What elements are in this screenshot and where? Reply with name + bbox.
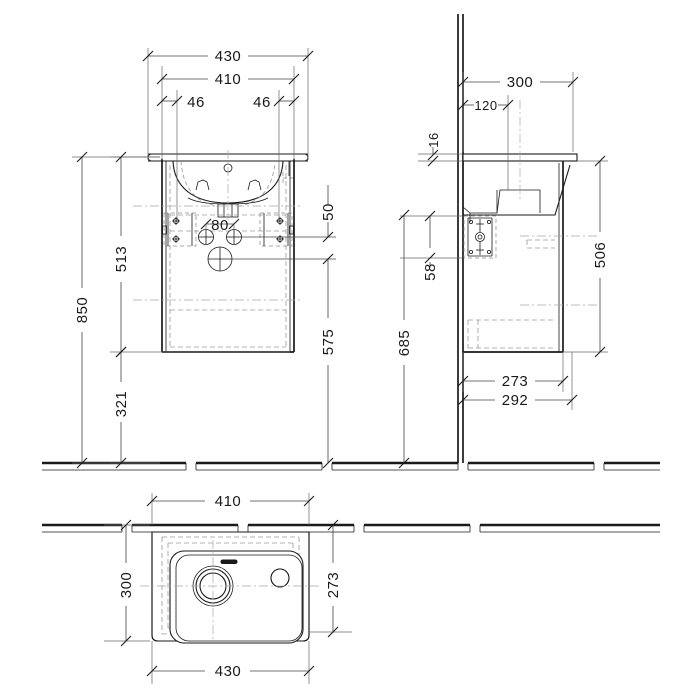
front-wall-bracket-right	[259, 212, 294, 247]
front-left-dimension-chain: 850 513 321	[72, 151, 290, 469]
dim-46-left-inset: 46	[156, 94, 205, 111]
plan-view	[140, 531, 320, 644]
plan-center-lines	[140, 540, 320, 640]
dim-46-right-inset: 46	[253, 94, 300, 111]
front-wall-bracket-left	[162, 212, 197, 247]
dim-label-16: 16	[426, 132, 441, 147]
dim-506-unit-height: 506	[563, 155, 609, 358]
waste-hole	[207, 246, 233, 272]
dim-16-counter-thickness: 16	[418, 132, 462, 167]
plan-dimension-chains: 410 430 300 273	[104, 493, 352, 684]
dim-label-58: 58	[422, 263, 439, 281]
dim-273-plan-depth: 273	[309, 519, 352, 638]
dim-label-685: 685	[396, 330, 413, 357]
dim-label-80: 80	[211, 217, 229, 234]
dim-label-513: 513	[113, 246, 130, 273]
side-elevation-view	[462, 100, 600, 353]
front-cabinet-hidden-edges	[169, 165, 287, 348]
front-pipe-holes	[198, 229, 336, 272]
side-cabinet-hidden-edges	[467, 239, 555, 349]
dim-label-46-right: 46	[253, 94, 271, 111]
front-top-dimension-chain: 430 410 46 46	[142, 48, 314, 222]
dim-label-410-plan: 410	[215, 493, 242, 510]
dim-label-273-side: 273	[502, 373, 529, 390]
front-center-lines	[133, 150, 300, 301]
plan-overflow-slot	[220, 559, 238, 565]
side-dimension-chains: 300 120 16 58	[396, 72, 609, 469]
dim-300-depth: 300	[457, 74, 579, 91]
dim-273-cabinet-depth: 273	[457, 352, 569, 392]
dim-58-bracket-height: 58	[400, 210, 462, 281]
dim-label-50: 50	[320, 203, 337, 221]
dim-label-575: 575	[320, 329, 337, 356]
dim-430-overall-width: 430	[142, 48, 314, 65]
dim-label-300-depth: 300	[507, 74, 534, 91]
dim-label-850: 850	[74, 297, 91, 324]
dim-label-430-plan: 430	[215, 663, 242, 680]
dim-label-506: 506	[592, 242, 609, 269]
dim-label-120: 120	[474, 98, 497, 113]
dim-label-410-front: 410	[215, 71, 242, 88]
plan-tap-hole	[270, 568, 290, 588]
dim-label-300-plan: 300	[118, 572, 135, 599]
dim-292-outer-depth: 292	[457, 352, 578, 410]
dim-label-292: 292	[502, 392, 529, 409]
front-right-dimension-chain: 50 575	[320, 185, 337, 469]
side-cabinet-body	[463, 161, 564, 353]
dim-321-floor-clearance: 321	[113, 346, 130, 469]
plan-basin-bowl	[169, 550, 304, 644]
dim-label-321: 321	[113, 391, 130, 418]
side-wall-bracket	[463, 215, 497, 259]
dim-430-plan: 430	[146, 641, 315, 684]
side-center-lines	[519, 100, 600, 306]
dim-575-waste-height: 575	[320, 253, 337, 469]
dim-410-cabinet-width: 410	[156, 71, 300, 88]
supply-hole-left	[198, 229, 214, 245]
dim-300-plan-depth: 300	[104, 519, 150, 647]
dim-850-overall-height: 850	[74, 151, 91, 469]
dim-410-plan: 410	[146, 493, 315, 525]
floor-line-elevations	[42, 461, 660, 471]
dim-label-46-left: 46	[187, 94, 205, 111]
dim-685-basin-floor: 685	[396, 209, 413, 469]
dim-80-supply-spacing: 80	[200, 217, 240, 234]
dim-label-273-plan: 273	[325, 572, 342, 599]
dim-120-bracket-depth: 120	[457, 98, 514, 113]
dim-50-rim-to-bracket: 50	[320, 185, 337, 243]
dim-label-430-front: 430	[215, 48, 242, 65]
